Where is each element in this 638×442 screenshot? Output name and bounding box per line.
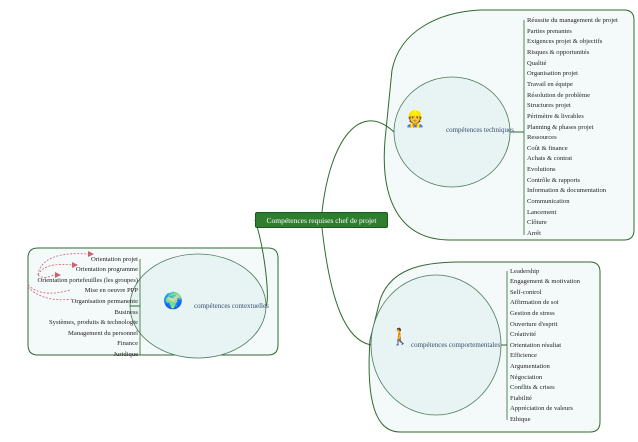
topic-contexte-item[interactable]: Business — [114, 308, 138, 316]
topic-technique-item[interactable]: Réussite du management de projet — [527, 17, 618, 24]
connector-contextuelles — [254, 219, 268, 307]
topic-comportement-item[interactable]: Gestion de stress — [510, 309, 555, 317]
topic-technique-item[interactable]: Résolution de problème — [527, 91, 590, 99]
topic-comportement-item[interactable]: Créativité — [510, 331, 536, 339]
topic-technique-item[interactable]: Communication — [527, 198, 570, 206]
topic-comportement-item[interactable]: Conflits & crises — [510, 384, 555, 392]
topic-contexte-item[interactable]: Management du personnel — [68, 329, 138, 337]
topic-contexte-item[interactable]: Organisation permanente — [71, 297, 138, 305]
topic-technique-item[interactable]: Information & documentation — [527, 187, 607, 195]
topic-contexte-item[interactable]: Juridique — [113, 350, 138, 358]
engineer-blueprint-icon: 👷 — [405, 111, 425, 128]
topic-technique-item[interactable]: Ressources — [527, 134, 557, 142]
topic-technique-item[interactable]: Arrêt — [527, 230, 541, 237]
relation-arrows — [27, 253, 89, 301]
topic-technique-item[interactable]: Travail en équipe — [527, 80, 573, 88]
topic-comportement-item[interactable]: Leadership — [510, 267, 540, 275]
topic-comportement-item[interactable]: Fiabilité — [510, 394, 532, 402]
topic-technique-item[interactable]: Qualité — [527, 59, 547, 67]
topic-comportement-item[interactable]: Ethique — [510, 415, 531, 423]
topic-technique-item[interactable]: Achats & contrat — [527, 155, 573, 163]
topic-contexte-item[interactable]: Systèmes, produits & technologie — [48, 319, 138, 327]
connector-techniques — [321, 120, 395, 213]
branch-label-contextuelles[interactable]: compétences contextuelles — [194, 302, 269, 310]
central-topic[interactable]: Compétences requises chef de projet — [255, 212, 388, 228]
topic-technique-item[interactable]: Coût & finance — [527, 144, 568, 152]
topic-comportement-item[interactable]: Engagement & motivation — [510, 278, 580, 286]
topic-contexte-item[interactable]: Orientation programme — [75, 266, 138, 274]
topic-contexte-item[interactable]: Mise en oeuvre PPP — [84, 287, 138, 295]
topic-technique-item[interactable]: Planning & phases projet — [527, 123, 594, 131]
topic-technique-item[interactable]: Clôture — [527, 219, 547, 227]
topic-technique-item[interactable]: Périmètre & livrables — [527, 112, 584, 120]
topic-comportement-item[interactable]: Efficience — [510, 352, 537, 360]
globe-worker-cones-icon: 🌍 — [163, 293, 183, 310]
topic-technique-item[interactable]: Risques & opportunités — [527, 48, 590, 56]
topic-technique-item[interactable]: Parties prenantes — [527, 27, 572, 35]
branch-label-techniques[interactable]: compétences techniques — [446, 126, 514, 134]
topic-comportement-item[interactable]: Orientation résultat — [510, 341, 562, 349]
topic-technique-item[interactable]: Evolutions — [527, 166, 556, 174]
topic-technique-item[interactable]: Organisation projet — [527, 70, 578, 78]
topic-technique-item[interactable]: Structures projet — [527, 102, 571, 110]
topic-contexte-item[interactable]: Orientation projet — [90, 255, 138, 263]
branch-label-comportementales[interactable]: compétences comportementales — [411, 341, 501, 349]
connector-comportementales — [321, 227, 372, 346]
topic-comportement-item[interactable]: Négociation — [510, 373, 543, 381]
topic-comportement-item[interactable]: Ouverture d'esprit — [510, 320, 558, 328]
topic-contexte-item[interactable]: Finance — [117, 340, 138, 348]
worker-figure-icon: 🚶 — [390, 329, 410, 346]
topic-technique-item[interactable]: Contrôle & rapports — [527, 176, 581, 184]
topic-technique-item[interactable]: Exigences projet & objectifs — [527, 38, 603, 46]
topic-comportement-item[interactable]: Self-control — [510, 288, 542, 296]
topic-comportement-item[interactable]: Argumentation — [510, 362, 550, 370]
topic-comportement-item[interactable]: Appréciation de valeurs — [510, 405, 573, 413]
topic-technique-item[interactable]: Lancement — [527, 208, 557, 216]
topic-contexte-item[interactable]: Orientation portefeuilles (les groupes) — [37, 276, 138, 284]
topic-comportement-item[interactable]: Affirmation de soi — [510, 299, 559, 307]
